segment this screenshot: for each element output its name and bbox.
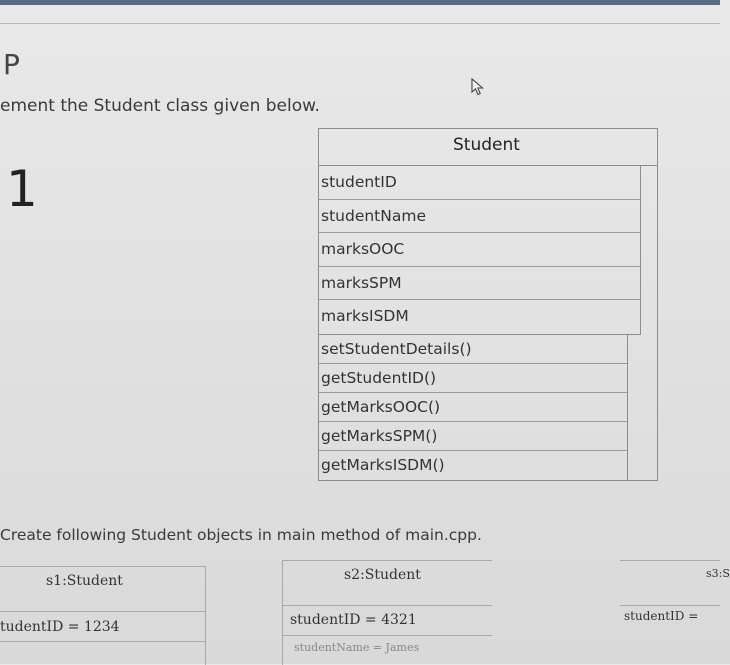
object-name: s2:Student bbox=[344, 567, 421, 583]
section-letter: P bbox=[3, 48, 20, 81]
uml-attribute: marksSPM bbox=[319, 266, 641, 300]
object-attribute: studentID = bbox=[624, 609, 699, 623]
mouse-cursor-icon bbox=[471, 77, 484, 96]
uml-method: getStudentID() bbox=[319, 364, 627, 393]
question-number: 1 bbox=[6, 160, 38, 218]
object-name: s3:S bbox=[706, 567, 730, 580]
uml-method: getMarksOOC() bbox=[319, 393, 627, 422]
object-attribute: tudentID = 1234 bbox=[0, 619, 120, 635]
uml-method: getMarksISDM() bbox=[321, 455, 445, 474]
uml-attribute: marksOOC bbox=[319, 233, 641, 267]
task-instruction: ement the Student class given below. bbox=[0, 96, 320, 116]
object-attribute: studentName = James bbox=[294, 641, 420, 654]
object-box-s1: s1:Student tudentID = 1234 bbox=[0, 566, 206, 665]
uml-class-name: Student bbox=[319, 129, 657, 166]
uml-attribute: studentName bbox=[319, 199, 641, 233]
object-attribute: studentID = 4321 bbox=[290, 612, 417, 628]
uml-methods: setStudentDetails() getStudentID() getMa… bbox=[319, 334, 628, 480]
object-name: s1:Student bbox=[46, 573, 123, 589]
uml-attributes: studentID studentName marksOOC marksSPM … bbox=[319, 166, 641, 335]
uml-method: setStudentDetails() bbox=[319, 335, 627, 364]
object-box-s2: s2:Student studentID = 4321 studentName … bbox=[282, 560, 492, 665]
top-accent-bar bbox=[0, 0, 720, 5]
create-instruction: Create following Student objects in main… bbox=[0, 526, 482, 544]
uml-method: getMarksSPM() bbox=[319, 422, 627, 451]
object-box-s3: s3:S studentID = bbox=[620, 560, 730, 665]
uml-attribute: studentID bbox=[319, 166, 641, 200]
uml-class-box: Student studentID studentName marksOOC m… bbox=[318, 128, 658, 481]
header-divider bbox=[0, 23, 720, 24]
uml-attribute: marksISDM bbox=[319, 300, 641, 334]
